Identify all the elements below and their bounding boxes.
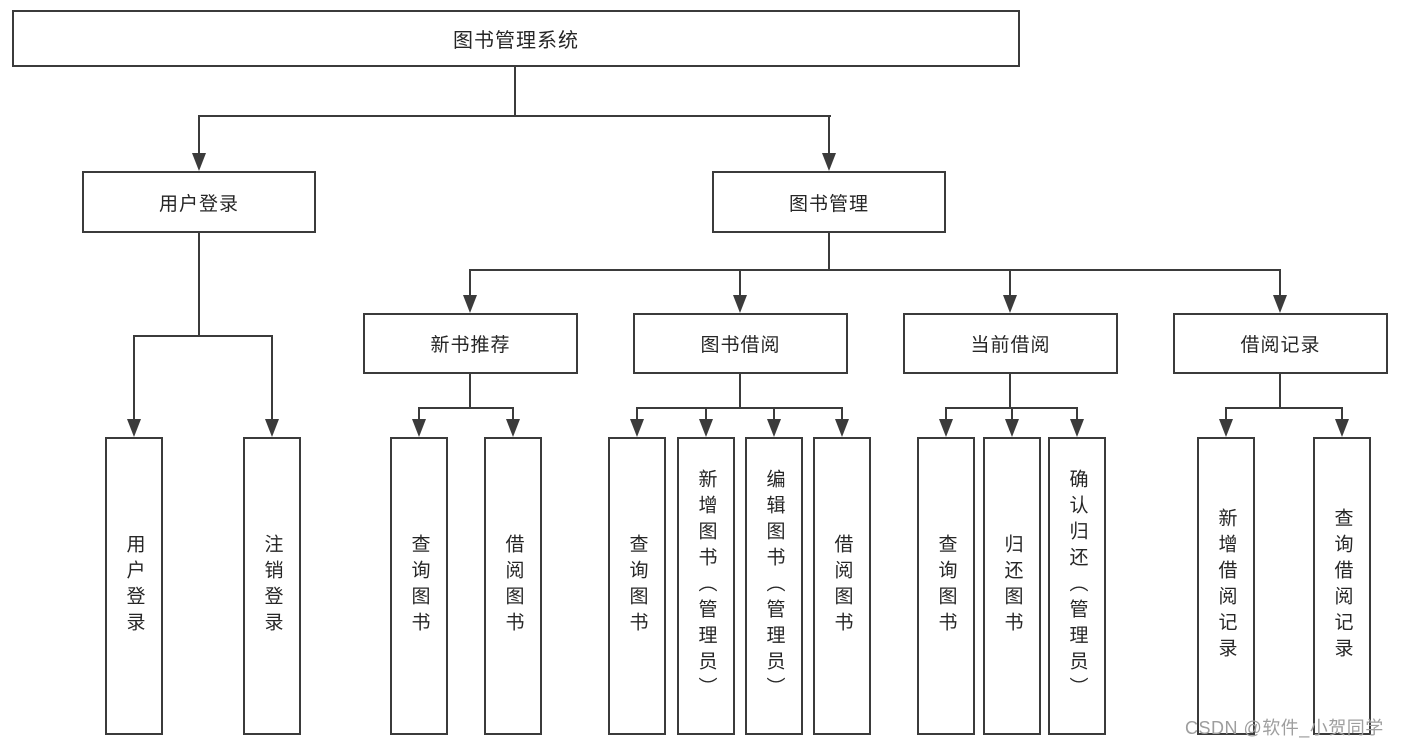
node-label: 查询图书 <box>935 534 957 638</box>
arrow-down-icon <box>1219 419 1233 437</box>
arrow-down-icon <box>939 419 953 437</box>
connector-line <box>418 407 514 409</box>
node-label: 用户登录 <box>123 534 145 638</box>
node-label: 查询借阅记录 <box>1331 508 1353 664</box>
node-label: 归还图书 <box>1001 534 1023 638</box>
arrow-down-icon <box>767 419 781 437</box>
arrow-down-icon <box>822 153 836 171</box>
connector-line <box>198 115 831 117</box>
arrow-down-icon <box>630 419 644 437</box>
connector-line <box>739 374 741 408</box>
node-label: 借阅图书 <box>502 534 524 638</box>
node-library-management-system: 图书管理系统 <box>12 10 1020 67</box>
leaf-borrowing-edit-book-admin: 编辑图书（管理员） <box>745 437 803 735</box>
node-label: 图书管理 <box>788 193 869 215</box>
connector-line <box>945 407 947 421</box>
node-new-book-recommend: 新书推荐 <box>363 313 578 374</box>
connector-line <box>469 374 471 408</box>
connector-line <box>739 269 741 297</box>
arrow-down-icon <box>1273 295 1287 313</box>
arrow-down-icon <box>835 419 849 437</box>
connector-line <box>1225 407 1343 409</box>
connector-line <box>1011 407 1013 421</box>
connector-line <box>198 115 200 155</box>
node-label: 用户登录 <box>158 193 239 215</box>
arrow-down-icon <box>463 295 477 313</box>
connector-line <box>828 233 830 270</box>
node-current-borrowing: 当前借阅 <box>903 313 1118 374</box>
arrow-down-icon <box>1003 295 1017 313</box>
connector-line <box>636 407 843 409</box>
node-label: 编辑图书（管理员） <box>763 469 785 703</box>
arrow-down-icon <box>1335 419 1349 437</box>
leaf-borrowing-add-book-admin: 新增图书（管理员） <box>677 437 735 735</box>
arrow-down-icon <box>265 419 279 437</box>
node-borrowing-records: 借阅记录 <box>1173 313 1388 374</box>
connector-line <box>841 407 843 421</box>
node-book-borrowing: 图书借阅 <box>633 313 848 374</box>
connector-line <box>828 115 830 155</box>
connector-line <box>636 407 638 421</box>
node-label: 新书推荐 <box>430 335 511 356</box>
node-label: 新增借阅记录 <box>1215 508 1237 664</box>
node-label: 注销登录 <box>261 534 283 638</box>
connector-line <box>1279 374 1281 408</box>
node-label: 图书管理系统 <box>453 30 579 52</box>
arrow-down-icon <box>699 419 713 437</box>
connector-line <box>133 335 135 421</box>
connector-line <box>1009 269 1011 297</box>
arrow-down-icon <box>733 295 747 313</box>
connector-line <box>198 233 200 336</box>
connector-line <box>705 407 707 421</box>
leaf-borrowing-borrow-books: 借阅图书 <box>813 437 871 735</box>
arrow-down-icon <box>1005 419 1019 437</box>
csdn-watermark: CSDN @软件_小贺同学 <box>1185 718 1384 738</box>
leaf-recommend-borrow-books: 借阅图书 <box>484 437 542 735</box>
leaf-current-return-books: 归还图书 <box>983 437 1041 735</box>
connector-line <box>133 335 273 337</box>
arrow-down-icon <box>192 153 206 171</box>
node-label: 新增图书（管理员） <box>695 469 717 703</box>
connector-line <box>514 67 516 116</box>
leaf-user-login: 用户登录 <box>105 437 163 735</box>
leaf-current-confirm-return-admin: 确认归还（管理员） <box>1048 437 1106 735</box>
arrow-down-icon <box>127 419 141 437</box>
node-user-login-branch: 用户登录 <box>82 171 316 233</box>
connector-line <box>1341 407 1343 421</box>
connector-line <box>1225 407 1227 421</box>
leaf-logout: 注销登录 <box>243 437 301 735</box>
node-label: 查询图书 <box>626 534 648 638</box>
connector-line <box>1009 374 1011 408</box>
connector-line <box>512 407 514 421</box>
arrow-down-icon <box>412 419 426 437</box>
connector-line <box>418 407 420 421</box>
leaf-recommend-query-books: 查询图书 <box>390 437 448 735</box>
node-label: 图书借阅 <box>700 335 781 356</box>
connector-line <box>469 269 1281 271</box>
node-label: 当前借阅 <box>970 335 1051 356</box>
connector-line <box>773 407 775 421</box>
node-book-management: 图书管理 <box>712 171 946 233</box>
connector-line <box>469 269 471 297</box>
connector-line <box>1279 269 1281 297</box>
leaf-current-query-books: 查询图书 <box>917 437 975 735</box>
connector-line <box>271 335 273 421</box>
node-label: 确认归还（管理员） <box>1066 469 1088 703</box>
leaf-records-query-borrow-record: 查询借阅记录 <box>1313 437 1371 735</box>
arrow-down-icon <box>1070 419 1084 437</box>
arrow-down-icon <box>506 419 520 437</box>
leaf-borrowing-query-books: 查询图书 <box>608 437 666 735</box>
node-label: 借阅图书 <box>831 534 853 638</box>
leaf-records-add-borrow-record: 新增借阅记录 <box>1197 437 1255 735</box>
connector-line <box>1076 407 1078 421</box>
node-label: 借阅记录 <box>1240 335 1321 356</box>
node-label: 查询图书 <box>408 534 430 638</box>
